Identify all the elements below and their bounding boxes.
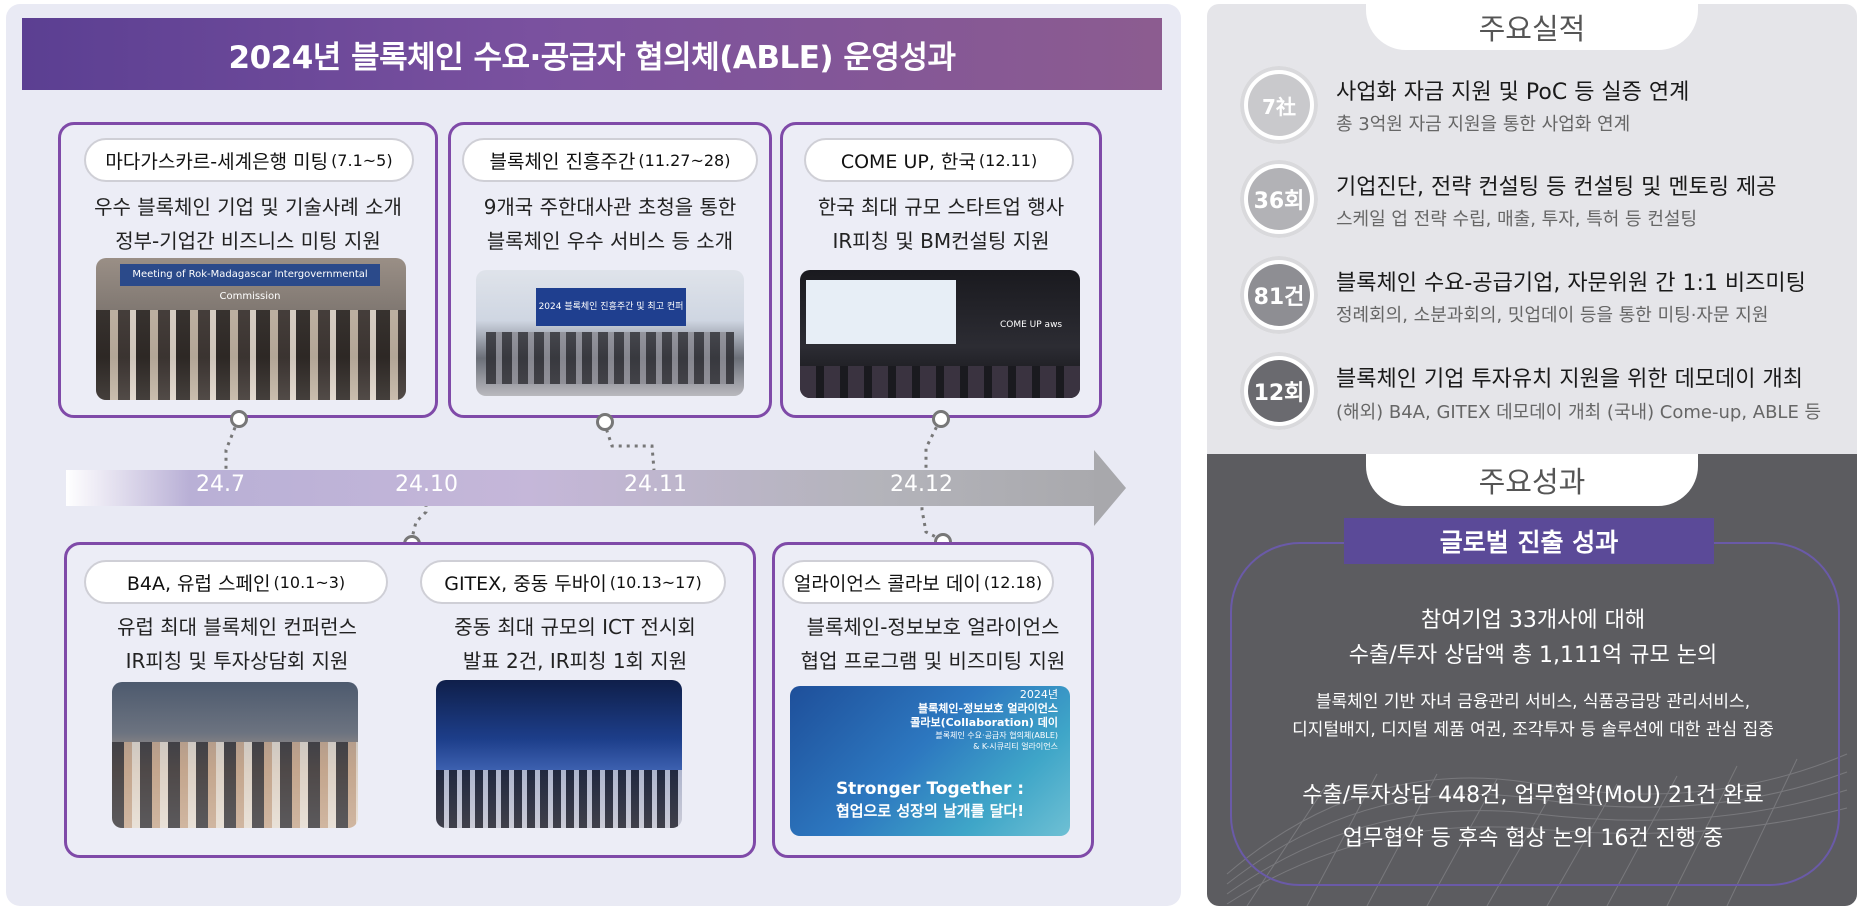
achievement-title: 사업화 자금 지원 및 PoC 등 실증 연계 — [1336, 80, 1690, 105]
event-poster-alliance-day: 2024년 블록체인-정보보호 얼라이언스 콜라보(Collaboration)… — [790, 686, 1070, 836]
event-pill: 블록체인 진흥주간(11.27~28) — [462, 138, 758, 182]
event-pill: 얼라이언스 콜라보 데이(12.18) — [782, 560, 1054, 604]
event-pill: 마다가스카르-세계은행 미팅(7.1~5) — [84, 138, 414, 182]
achievement-title: 기업진단, 전략 컨설팅 등 컨설팅 및 멘토링 제공 — [1336, 175, 1777, 200]
tab-results: 주요성과 — [1366, 454, 1698, 506]
achievement-title: 블록체인 수요-공급기업, 자문위원 간 1:1 비즈미팅 — [1336, 271, 1806, 296]
achievement-subtitle: 총 3억원 자금 지원을 통한 사업화 연계 — [1336, 114, 1631, 135]
achievement-subtitle: 정례회의, 소분과회의, 밋업데이 등을 통한 미팅·자문 지원 — [1336, 305, 1769, 326]
event-photo-madagascar: Meeting of Rok-Madagascar Intergovernmen… — [96, 258, 406, 400]
page-title: 2024년 블록체인 수요·공급자 협의체(ABLE) 운영성과 — [228, 39, 956, 76]
photo-banner: Meeting of Rok-Madagascar Intergovernmen… — [120, 264, 380, 302]
timeline-label: 24.10 — [395, 472, 458, 497]
event-photo-comeup: COME UP aws — [800, 270, 1080, 398]
timeline-arrow — [1094, 450, 1126, 526]
count-badge: 12회 — [1240, 352, 1318, 430]
timeline-label: 24.12 — [890, 472, 953, 497]
photo-logos: COME UP aws — [1000, 320, 1063, 330]
achievement-subtitle: 스케일 업 전략 수립, 매출, 투자, 특허 등 컨설팅 — [1336, 209, 1698, 230]
result-text: 참여기업 33개사에 대해 — [1420, 608, 1646, 633]
timeline-label: 24.7 — [196, 472, 245, 497]
count-badge: 7社 — [1240, 66, 1318, 144]
result-detail: 디지털배지, 디지털 제품 여권, 조각투자 등 솔루션에 대한 관심 집중 — [1292, 720, 1774, 740]
event-pill: B4A, 유럽 스페인(10.1~3) — [84, 560, 388, 604]
achievement-title: 블록체인 기업 투자유치 지원을 위한 데모데이 개최 — [1336, 367, 1804, 392]
global-results-title: 글로벌 진출 성과 — [1344, 518, 1714, 564]
event-photo-promotion-week: 2024 블록체인 진흥주간 및 최고 컨퍼런스 — [476, 270, 744, 396]
event-photo-b4a — [112, 682, 358, 828]
timeline-label: 24.11 — [624, 472, 687, 497]
event-pill: GITEX, 중동 두바이(10.13~17) — [420, 560, 726, 604]
timeline-bar — [66, 470, 1096, 506]
event-photo-gitex — [436, 680, 682, 828]
result-detail: 블록체인 기반 자녀 금융관리 서비스, 식품공급망 관리서비스, — [1315, 692, 1751, 712]
count-badge: 81건 — [1240, 256, 1318, 334]
timeline-node — [932, 410, 950, 428]
timeline-node — [230, 410, 248, 428]
title-bar: 2024년 블록체인 수요·공급자 협의체(ABLE) 운영성과 — [22, 18, 1162, 90]
timeline-node — [596, 413, 614, 431]
result-highlight: 업무협약 등 후속 협상 논의 16건 진행 중 — [1342, 826, 1724, 851]
result-highlight: 수출/투자상담 448건, 업무협약(MoU) 21건 완료 — [1302, 783, 1764, 808]
timeline-connectors — [224, 419, 943, 543]
photo-banner: 2024 블록체인 진흥주간 및 최고 컨퍼런스 — [536, 288, 686, 326]
tab-achievements: 주요실적 — [1366, 4, 1698, 50]
count-badge: 36회 — [1240, 160, 1318, 238]
achievement-subtitle: (해외) B4A, GITEX 데모데이 개최 (국내) Come-up, AB… — [1336, 402, 1822, 423]
result-text: 수출/투자 상담액 총 1,111억 규모 논의 — [1348, 643, 1718, 668]
event-pill: COME UP, 한국(12.11) — [804, 138, 1074, 182]
